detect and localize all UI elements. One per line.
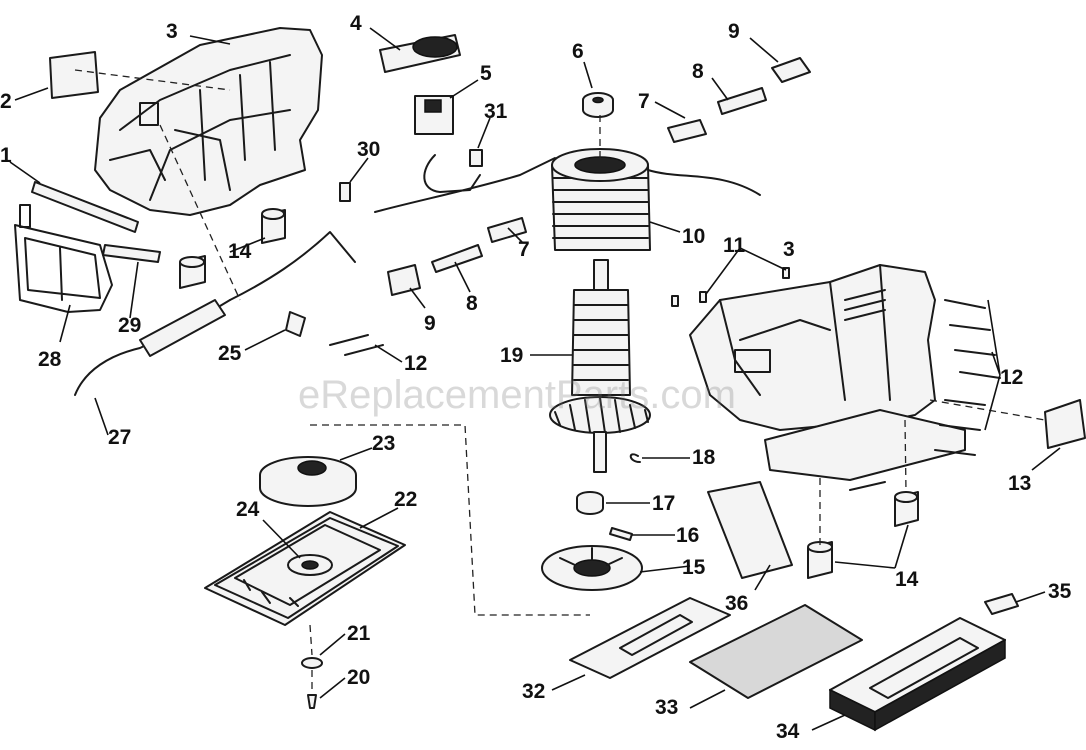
callout-label: 15 — [682, 556, 706, 579]
brush-assembly-left — [387, 217, 527, 296]
switch — [414, 95, 481, 193]
bearing-bottom — [576, 491, 604, 515]
callout-label: 16 — [676, 524, 699, 547]
callout-label: 13 — [1008, 472, 1031, 495]
callout-label: 6 — [572, 40, 584, 63]
callout-label: 20 — [347, 666, 370, 689]
callout-label: 27 — [108, 426, 131, 449]
callout-labels: 2 1 3 4 5 6 7 8 9 30 31 10 11 3 14 7 8 9… — [0, 12, 1072, 743]
callout-label: 5 — [480, 62, 492, 85]
callout-label: 22 — [394, 488, 417, 511]
callout-label: 24 — [236, 498, 260, 521]
power-cord — [74, 231, 356, 396]
callout-label: 3 — [783, 238, 795, 261]
callout-label: 7 — [638, 90, 650, 113]
screws-right — [849, 299, 1001, 491]
side-strip — [31, 181, 139, 233]
right-housing-half — [689, 264, 966, 481]
callout-label: 2 — [0, 90, 12, 113]
callout-label: 32 — [522, 680, 545, 703]
retaining-clip — [629, 453, 641, 463]
pad-base — [204, 511, 406, 626]
sanding-pad — [829, 617, 1006, 732]
callout-label: 7 — [518, 238, 530, 261]
pins-11 — [671, 267, 790, 307]
callout-label: 8 — [692, 60, 704, 83]
clamp-plate — [569, 597, 731, 679]
left-housing-half — [94, 27, 323, 216]
callout-label: 12 — [1000, 366, 1023, 389]
callout-label: 8 — [466, 292, 478, 315]
lead-wire — [374, 157, 556, 213]
switch-actuator — [379, 34, 461, 73]
callout-label: 34 — [776, 720, 800, 743]
callout-label: 3 — [166, 20, 178, 43]
connector-31 — [469, 149, 483, 167]
sandpaper — [689, 604, 863, 699]
callout-label: 35 — [1048, 580, 1072, 603]
callout-label: 29 — [118, 314, 141, 337]
callout-label: 30 — [357, 138, 380, 161]
pin — [609, 527, 633, 541]
callout-label: 14 — [228, 240, 252, 263]
callout-label: 9 — [728, 20, 740, 43]
callout-label: 25 — [218, 342, 242, 365]
callout-label: 12 — [404, 352, 427, 375]
washer — [301, 657, 323, 669]
lock-strip — [102, 244, 161, 263]
fan-plate — [541, 545, 643, 591]
callout-label: 17 — [652, 492, 675, 515]
callout-label: 9 — [424, 312, 436, 335]
dust-bag — [707, 481, 793, 579]
connector-30 — [339, 182, 351, 202]
dust-collector-frame — [14, 204, 113, 313]
callout-label: 10 — [682, 225, 705, 248]
screw-20 — [307, 694, 317, 709]
leader-lines — [9, 27, 1061, 731]
callout-label: 14 — [895, 568, 919, 591]
label-plate-right — [1044, 399, 1086, 449]
alignment-lines — [74, 69, 1046, 690]
watermark: eReplacementParts.com — [298, 373, 736, 417]
callout-label: 28 — [38, 348, 62, 371]
counterweight — [259, 456, 357, 507]
callout-label: 1 — [0, 144, 12, 167]
callout-label: 19 — [500, 344, 523, 367]
brush-assembly-right — [667, 57, 811, 143]
clamp-lever — [984, 593, 1019, 615]
callout-label: 4 — [350, 12, 362, 35]
callout-label: 36 — [725, 592, 748, 615]
armature — [549, 259, 651, 473]
callout-label: 31 — [484, 100, 508, 123]
bushings-left — [179, 208, 286, 289]
callout-label: 18 — [692, 446, 716, 469]
cord-clamp — [285, 311, 306, 337]
callout-label: 33 — [655, 696, 678, 719]
callout-label: 21 — [347, 622, 371, 645]
callout-label: 23 — [372, 432, 395, 455]
field-coil — [551, 148, 761, 251]
callout-label: 11 — [723, 234, 746, 257]
bearing-top — [582, 92, 614, 118]
label-plate-left — [49, 51, 99, 99]
